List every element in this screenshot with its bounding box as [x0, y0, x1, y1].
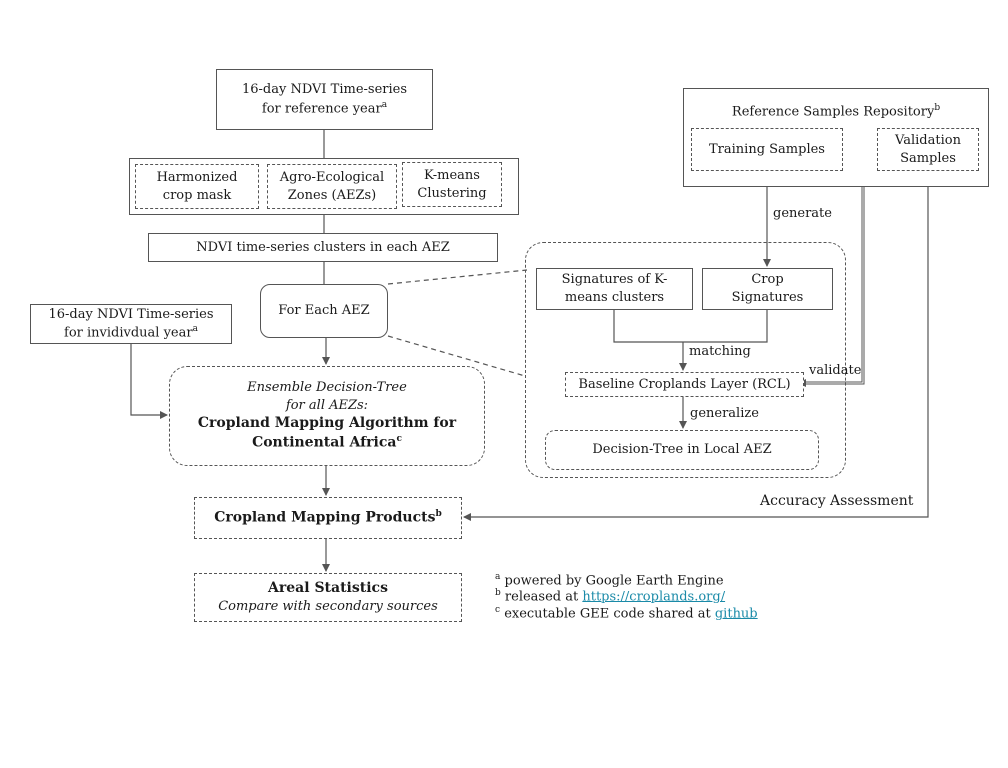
ndvi-individual-text: 16-day NDVI Time-series for invidivdual … [48, 306, 214, 341]
harmonized-crop-mask-text: Harmonized crop mask [156, 169, 238, 203]
ensemble-sup: c [396, 434, 402, 445]
local-aez-detail-region [525, 242, 846, 478]
training-samples-box: Training Samples [691, 128, 843, 171]
crop-signatures-text: Crop Signatures [731, 272, 804, 305]
baseline-croplands-box: Baseline Croplands Layer (RCL) [565, 372, 804, 397]
reference-repository-title: Reference Samples Repository [731, 104, 935, 120]
footnote-b-text: released at [504, 589, 583, 605]
decision-tree-local-box: Decision-Tree in Local AEZ [545, 430, 819, 470]
ndvi-individual-sup: a [192, 324, 198, 335]
edge-accuracy [463, 171, 929, 521]
areal-statistics-box: Areal Statistics Compare with secondary … [194, 573, 462, 622]
for-each-aez-text: For Each AEZ [278, 303, 370, 319]
crop-signatures-box: Crop Signatures [702, 268, 833, 310]
ensemble-line3: Cropland Mapping Algorithm for [197, 415, 457, 432]
edge-label-matching: matching [689, 344, 751, 359]
zoom-line-bottom [387, 335, 526, 377]
ensemble-decision-tree-box: Ensemble Decision-Tree for all AEZs: Cro… [169, 366, 485, 466]
clusters-text: NDVI time-series clusters in each AEZ [196, 239, 450, 255]
baseline-croplands-text: Baseline Croplands Layer (RCL) [578, 376, 791, 392]
for-each-aez-box: For Each AEZ [260, 284, 388, 338]
cropland-products-box: Cropland Mapping Productsb [194, 497, 462, 539]
aez-box: Agro-Ecological Zones (AEZs) [267, 164, 397, 209]
edge-indiv-to-ensemble [130, 344, 168, 419]
ensemble-line2: for all AEZs: [285, 397, 369, 413]
reference-repository-sup: b [934, 103, 941, 113]
footnote-c: c executable GEE code shared at github [495, 605, 758, 621]
harmonized-crop-mask-box: Harmonized crop mask [135, 164, 259, 209]
github-link[interactable]: github [714, 606, 758, 622]
aez-text: Agro-Ecological Zones (AEZs) [279, 169, 385, 203]
edge-label-generate: generate [773, 206, 832, 221]
signatures-kmeans-box: Signatures of K-means clusters [536, 268, 693, 310]
ndvi-reference-sup: a [381, 99, 388, 110]
kmeans-box: K-means Clustering [402, 162, 502, 207]
validation-samples-box: Validation Samples [877, 128, 979, 171]
footnote-b-sup: b [495, 588, 501, 598]
footnote-c-text: executable GEE code shared at [504, 606, 715, 622]
footnote-b: b released at https://croplands.org/ [495, 588, 725, 604]
training-samples-text: Training Samples [709, 141, 825, 157]
signatures-kmeans-text: Signatures of K-means clusters [561, 272, 668, 305]
ensemble-line4: Continental Africa [252, 434, 397, 451]
decision-tree-local-text: Decision-Tree in Local AEZ [592, 442, 772, 458]
footnote-a-text: powered by Google Earth Engine [504, 573, 724, 589]
zoom-line-top [387, 269, 528, 285]
clusters-box: NDVI time-series clusters in each AEZ [148, 233, 498, 262]
kmeans-text: K-means Clustering [417, 167, 487, 201]
areal-statistics-title: Areal Statistics [268, 580, 388, 597]
cropland-products-text: Cropland Mapping Products [214, 509, 436, 526]
validation-samples-text: Validation Samples [895, 132, 961, 166]
ndvi-reference-box: 16-day NDVI Time-series for reference ye… [216, 69, 433, 130]
cropland-products-sup: b [435, 509, 442, 520]
areal-statistics-subtitle: Compare with secondary sources [218, 599, 438, 615]
edge-label-validate: validate [809, 363, 862, 378]
footnote-a-sup: a [495, 572, 501, 582]
edge-label-accuracy: Accuracy Assessment [760, 493, 914, 509]
footnote-c-sup: c [495, 605, 501, 615]
edge-matching-join [613, 310, 768, 343]
footnote-a: a powered by Google Earth Engine [495, 572, 724, 588]
ndvi-reference-text: 16-day NDVI Time-series for reference ye… [241, 82, 408, 117]
edge-label-generalize: generalize [690, 406, 759, 421]
ensemble-line1: Ensemble Decision-Tree [247, 380, 407, 396]
ndvi-individual-box: 16-day NDVI Time-series for invidivdual … [30, 304, 232, 344]
croplands-link[interactable]: https://croplands.org/ [582, 589, 726, 605]
